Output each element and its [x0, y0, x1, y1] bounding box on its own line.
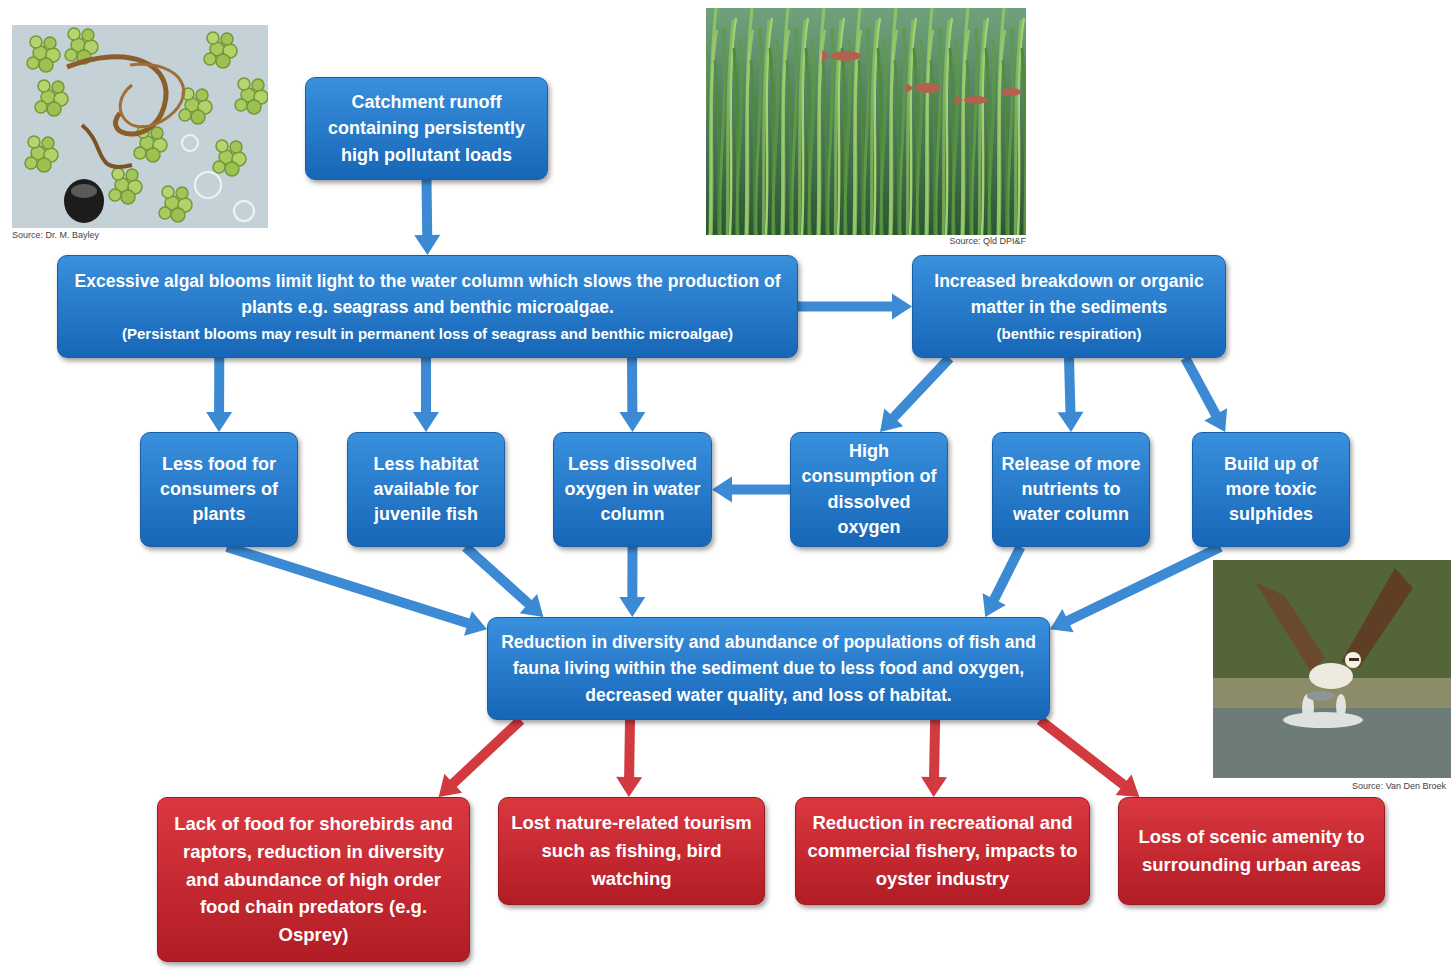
box-text: Less food for consumers of plants — [149, 452, 289, 528]
flow-arrow — [1037, 716, 1140, 797]
flow-arrow — [413, 358, 439, 432]
box-text: Catchment runoff containing persistently… — [316, 89, 537, 167]
box-text: Less dissolved oxygen in water column — [562, 452, 703, 528]
impact-box: Lack of food for shorebirds and raptors,… — [157, 797, 470, 962]
impact-box: Reduction in recreational and commercial… — [795, 797, 1090, 905]
box-text: Lack of food for shorebirds and raptors,… — [168, 810, 459, 949]
process-box: Catchment runoff containing persistently… — [305, 77, 548, 180]
flow-arrow — [1050, 542, 1223, 632]
flow-arrow — [619, 358, 645, 432]
box-text: Loss of scenic amenity to surrounding ur… — [1129, 823, 1374, 879]
box-text: Excessive algal blooms limit light to th… — [68, 268, 787, 321]
photo-ground — [12, 25, 268, 228]
process-box: Less food for consumers of plants — [140, 432, 298, 547]
air-bubbles — [182, 135, 254, 221]
process-box: Increased breakdown or organic matter in… — [912, 255, 1226, 358]
flow-arrow — [1181, 356, 1227, 432]
flow-arrow — [712, 477, 790, 503]
source-credit: Source: Van Den Broek — [1352, 781, 1446, 791]
algae-filaments — [67, 57, 184, 167]
dark-cell — [64, 179, 104, 223]
flow-arrow — [798, 294, 912, 320]
osprey-bird — [1255, 568, 1413, 701]
box-text: Build up of more toxic sulphides — [1201, 452, 1341, 528]
flow-arrow — [225, 542, 487, 635]
water — [1213, 708, 1451, 778]
box-note: (Persistant blooms may result in permane… — [122, 323, 733, 346]
seagrass-blades — [706, 20, 1026, 235]
process-box: Release of more nutrients to water colum… — [992, 432, 1150, 547]
flow-arrow — [1057, 358, 1083, 432]
flow-arrow — [983, 545, 1025, 617]
process-box: Less habitat available for juvenile fish — [347, 432, 505, 547]
flow-arrow — [414, 180, 440, 255]
flow-arrow — [619, 547, 645, 617]
process-box: Reduction in diversity and abundance of … — [487, 617, 1050, 720]
box-text: Less habitat available for juvenile fish — [356, 452, 496, 528]
source-credit: Source: Qld DPI&F — [949, 236, 1026, 246]
forest-ground — [1213, 560, 1451, 778]
box-text: Reduction in diversity and abundance of … — [498, 629, 1039, 708]
osprey-photo — [1213, 560, 1451, 778]
algae-colonies — [25, 28, 268, 222]
flow-arrow — [462, 543, 543, 617]
process-box: Build up of more toxic sulphides — [1192, 432, 1350, 547]
source-credit: Source: Dr. M. Bayley — [12, 230, 99, 240]
flow-arrow — [206, 358, 232, 432]
impact-box: Lost nature-related tourism such as fish… — [498, 797, 765, 905]
box-text: Lost nature-related tourism such as fish… — [509, 809, 754, 892]
box-text: Reduction in recreational and commercial… — [806, 809, 1079, 892]
algae-photo — [12, 25, 268, 228]
flow-arrow — [439, 716, 525, 797]
box-text: Increased breakdown or organic matter in… — [923, 268, 1215, 321]
process-box: Excessive algal blooms limit light to th… — [57, 255, 798, 358]
flow-arrow — [921, 720, 947, 797]
box-text: High consumption of dissolved oxygen — [799, 439, 939, 540]
dark-cell-highlight — [71, 184, 97, 198]
seagrass-photo — [706, 8, 1026, 235]
flow-arrow — [616, 720, 642, 797]
box-text: Release of more nutrients to water colum… — [1001, 452, 1141, 528]
flow-arrow — [880, 355, 953, 432]
process-box: High consumption of dissolved oxygen — [790, 432, 948, 547]
fish — [822, 50, 1021, 105]
process-box: Less dissolved oxygen in water column — [553, 432, 712, 547]
box-note: (benthic respiration) — [996, 323, 1141, 346]
impact-box: Loss of scenic amenity to surrounding ur… — [1118, 797, 1385, 905]
